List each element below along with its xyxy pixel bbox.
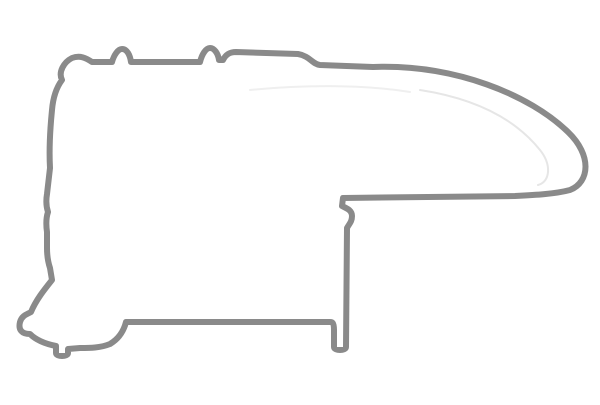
faint-inner-stroke-secondary [249, 85, 411, 93]
silhouette-outline [16, 45, 589, 359]
faint-inner-stroke [419, 89, 549, 186]
